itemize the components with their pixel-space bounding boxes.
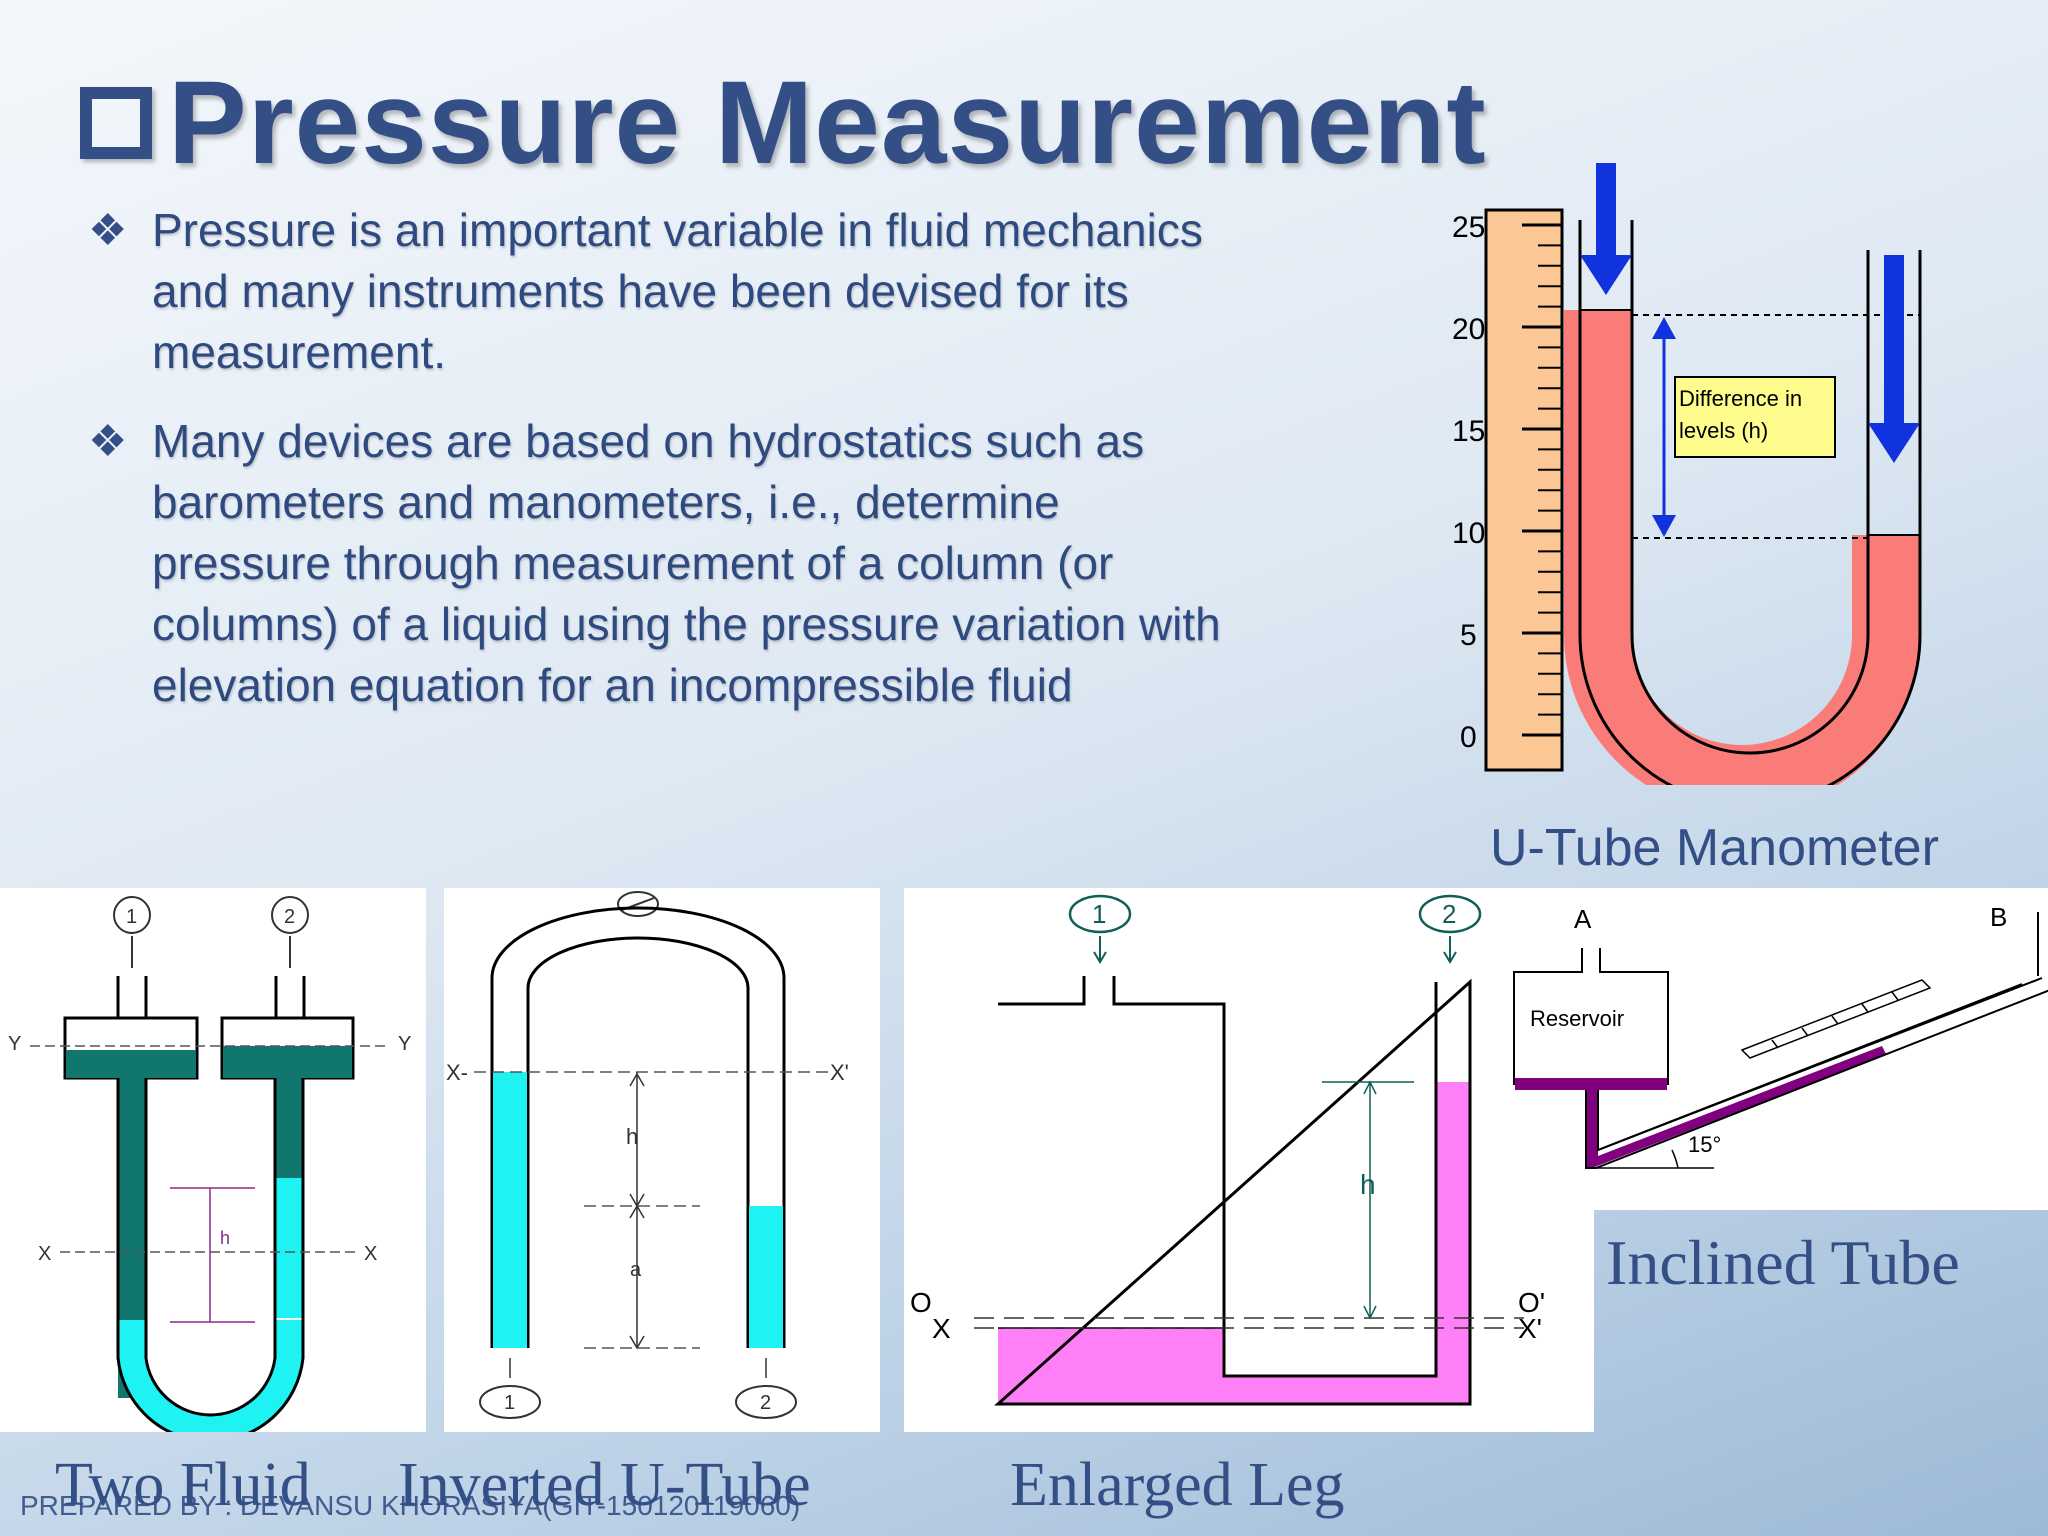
heavy-fluid-left	[66, 1050, 196, 1078]
inlet-label-2: 2	[1442, 899, 1456, 929]
difference-arrow-icon	[1652, 317, 1676, 537]
x-label-left: X-	[446, 1060, 468, 1085]
bullet-item: ❖ Pressure is an important variable in f…	[88, 200, 1248, 383]
point-a-label: A	[1574, 904, 1592, 934]
scale-tick-label: 5	[1460, 619, 1477, 652]
angle-label: 15°	[1688, 1132, 1721, 1157]
two-fluid-caption: Two Fluid	[55, 1451, 311, 1519]
bullet-text: Many devices are based on hydrostatics s…	[152, 415, 1221, 711]
h-label: h	[626, 1124, 638, 1149]
x-label-left: X	[38, 1243, 51, 1265]
fluid	[998, 1082, 1470, 1404]
enlarged-caption: Enlarged Leg	[1010, 1451, 1345, 1519]
diamond-bullet-icon: ❖	[88, 206, 128, 255]
bullet-text: Pressure is an important variable in flu…	[152, 204, 1203, 378]
scale-tick-label: 15	[1452, 415, 1485, 448]
scale-tick-label: 0	[1460, 721, 1477, 754]
footer-credit: PREPARED BY : DEVANSU KHORASIYA(GIT-1501…	[20, 1490, 801, 1521]
inlet-marker	[113, 896, 151, 934]
a-label: a	[630, 1259, 642, 1281]
difference-label-line1: Difference in	[1679, 386, 1802, 411]
difference-label-box	[1674, 376, 1836, 458]
inclined-fluid	[1586, 1046, 1886, 1168]
reservoir-fluid	[1515, 1078, 1667, 1090]
bullet-item: ❖ Many devices are based on hydrostatics…	[88, 411, 1248, 716]
y-label-left: Y	[8, 1033, 21, 1055]
two-fluid-panel: 1 2 Y Y X X h	[0, 888, 426, 1443]
inclined-tube-panel: A B Reservoir 15°	[1502, 888, 2048, 1210]
inlet-label-1: 1	[1092, 899, 1106, 929]
x-label-right: X'	[1518, 1313, 1542, 1344]
scale-tick-label: 10	[1452, 517, 1485, 550]
two-fluid-diagram: 1 2 Y Y X X h	[8, 896, 411, 1443]
outlet-marker	[735, 1385, 797, 1419]
enlarged-leg-panel: 1 2 O X O' X' h	[904, 888, 1594, 1432]
down-arrow-icon	[1868, 255, 1920, 463]
fluid-left	[493, 1072, 527, 1348]
point-b-label: B	[1990, 902, 2007, 932]
y-label-right: Y	[398, 1033, 411, 1055]
tube-inner-wall	[1630, 220, 1870, 755]
down-arrow-icon	[1580, 163, 1632, 295]
utube-caption: U-Tube Manometer	[1490, 819, 1939, 877]
inlet-label-1: 1	[126, 906, 137, 928]
checkbox-square-icon	[80, 87, 152, 159]
x-label-right: X'	[830, 1060, 849, 1085]
x-label-left: X	[932, 1313, 951, 1344]
outlet-label-1: 1	[504, 1392, 515, 1414]
inlet-marker	[1068, 894, 1132, 934]
heavy-fluid-right	[223, 1046, 352, 1078]
bullet-list: ❖ Pressure is an important variable in f…	[88, 200, 1248, 744]
scale-tick-label: 20	[1452, 313, 1485, 346]
inverted-caption: Inverted U-Tube	[398, 1451, 811, 1519]
scale-tick-label: 25	[1452, 211, 1485, 244]
fluid-right	[749, 1206, 783, 1348]
x-label-right: X	[364, 1243, 377, 1265]
inverted-utube-panel: X- X' h a 1 2	[444, 888, 880, 1432]
light-fluid-u	[118, 1320, 303, 1442]
h-label: h	[220, 1228, 230, 1248]
tube-outer-wall	[1578, 220, 1922, 785]
inlet-marker	[1418, 894, 1482, 934]
enlarged-leg-diagram: 1 2 O X O' X' h	[910, 894, 1545, 1406]
reservoir-label: Reservoir	[1530, 1006, 1624, 1031]
diamond-bullet-icon: ❖	[88, 417, 128, 466]
ruler-minor-ticks	[1538, 224, 1562, 736]
o-label-right: O'	[1518, 1287, 1545, 1318]
inlet-label-2: 2	[284, 906, 295, 928]
title-text: Pressure Measurement	[168, 57, 1487, 189]
outlet-marker	[479, 1385, 541, 1419]
outlet-label-2: 2	[760, 1392, 771, 1414]
inclined-tube-diagram: A B Reservoir 15°	[1502, 888, 2048, 1210]
inlet-marker	[271, 896, 309, 934]
h-label: h	[1360, 1169, 1376, 1200]
slide-title: Pressure Measurement	[80, 57, 1487, 189]
inverted-utube-diagram: X- X' h a 1 2	[446, 891, 849, 1419]
utube-manometer-diagram: 25 20 15 10 5 0 Difference in levels (h)	[1452, 163, 1922, 785]
difference-label-line2: levels (h)	[1679, 418, 1768, 443]
inclined-caption: Inclined Tube	[1606, 1227, 1960, 1298]
o-label-left: O	[910, 1287, 932, 1318]
